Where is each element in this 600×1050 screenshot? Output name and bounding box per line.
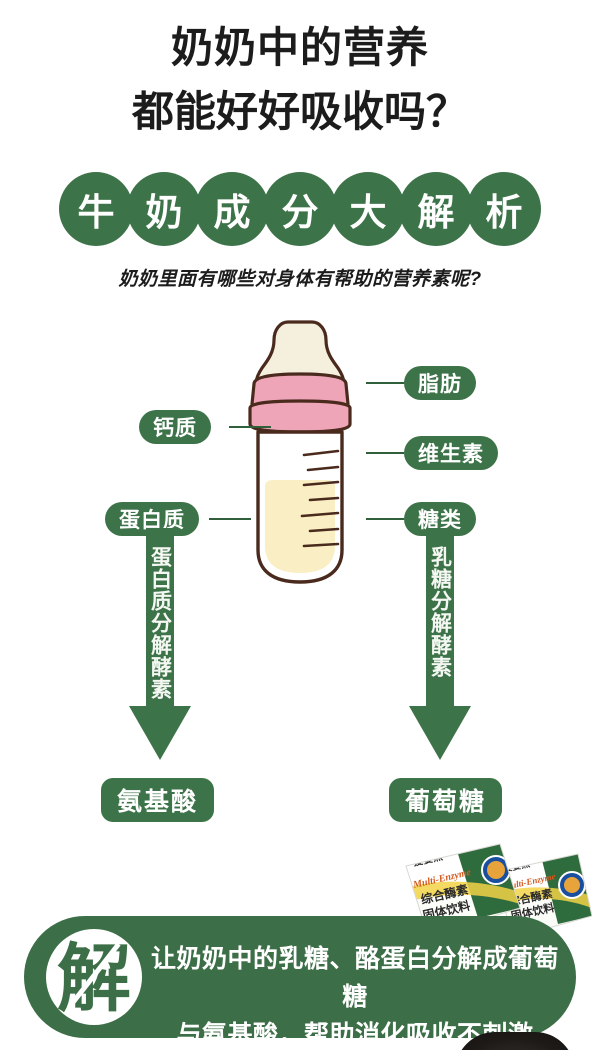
section-badge: 牛 奶 成 分 大 解 析 (0, 172, 600, 246)
badge-char-6: 解 (417, 192, 455, 233)
badge-char-4: 分 (281, 192, 319, 233)
arrow-label-lactase-text: 乳糖分解酵素 (428, 546, 452, 678)
leader-line-protein (209, 518, 251, 520)
badge-char-3: 成 (213, 192, 251, 233)
badge-circle-2: 奶 (127, 172, 201, 246)
page-title-line-1: 奶奶中的营养 (170, 24, 429, 71)
leader-line-fat (366, 382, 404, 384)
badge-circle-7: 析 (467, 172, 541, 246)
jie-logo-icon: 解 (46, 929, 142, 1025)
arrow-label-protease: 蛋白质分解酵素 (129, 546, 191, 700)
nutrient-label-vitamin: 维生素 (404, 436, 498, 470)
leader-line-vitamin (366, 452, 404, 454)
badge-char-2: 奶 (145, 192, 183, 233)
badge-circle-4: 分 (263, 172, 337, 246)
nutrient-label-fat: 脂肪 (404, 366, 476, 400)
summary-line-1: 让奶奶中的乳糖、酪蛋白分解成葡萄糖 (150, 945, 559, 1011)
result-label-glucose: 葡萄糖 (389, 778, 503, 822)
down-arrow-lactase: 乳糖分解酵素 (409, 528, 471, 760)
nutrient-label-calcium: 钙质 (139, 410, 211, 444)
badge-char-7: 析 (485, 192, 523, 233)
leader-line-sugar (366, 518, 404, 520)
badge-circle-5: 大 (331, 172, 405, 246)
person-head-peek (455, 1032, 575, 1050)
arrow-label-protease-text: 蛋白质分解酵素 (148, 546, 172, 700)
page-subtitle: 奶奶里面有哪些对身体有帮助的营养素呢? (118, 269, 482, 290)
badge-circle-1: 牛 (59, 172, 133, 246)
badge-char-1: 牛 (77, 192, 115, 233)
badge-circle-3: 成 (195, 172, 269, 246)
badge-char-5: 大 (349, 192, 387, 233)
result-label-amino-acid: 氨基酸 (101, 778, 215, 822)
down-arrow-protease: 蛋白质分解酵素 (129, 528, 191, 760)
page-title-line-2: 都能好好吸收吗？ (131, 88, 468, 135)
leader-line-calcium (229, 426, 271, 428)
baby-bottle-icon (228, 318, 372, 588)
badge-circle-6: 解 (399, 172, 473, 246)
arrow-label-lactase: 乳糖分解酵素 (409, 546, 471, 678)
